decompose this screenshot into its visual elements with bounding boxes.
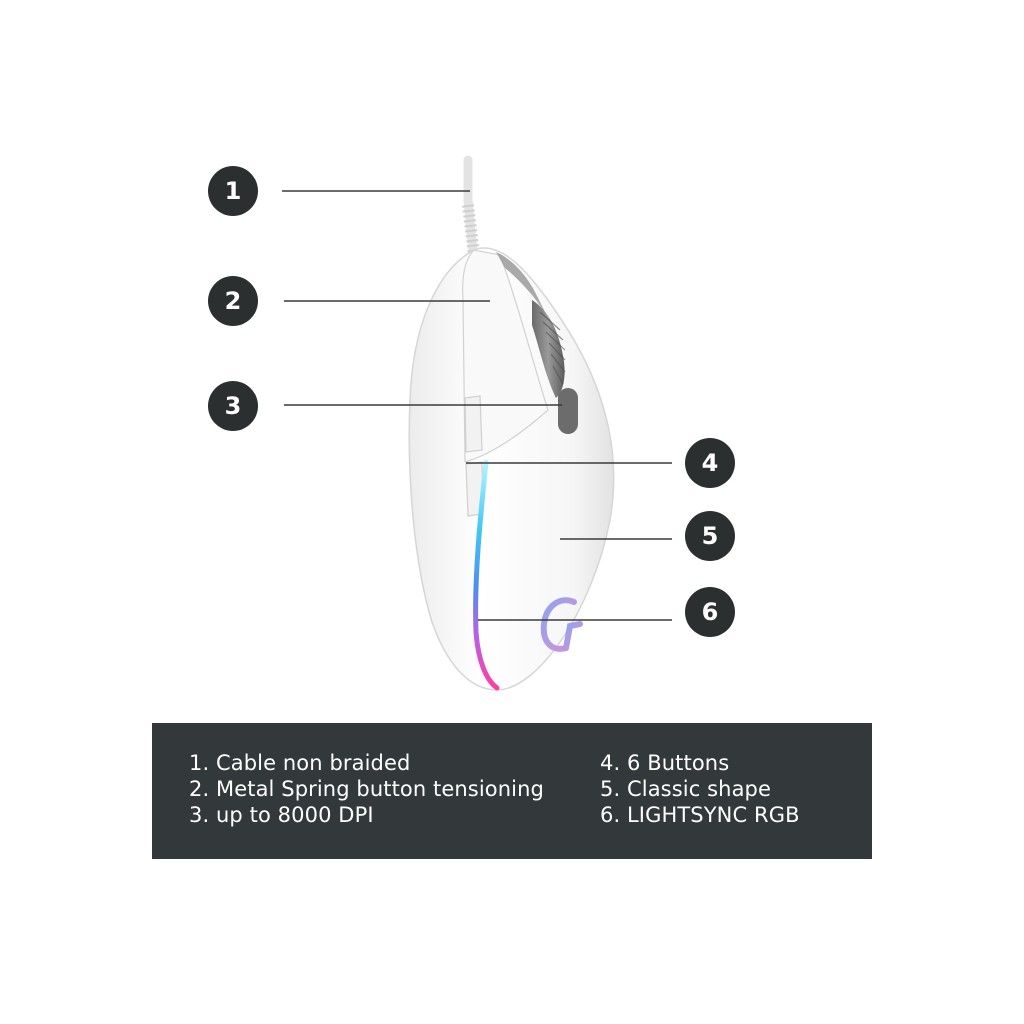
feature-item: 6. LIGHTSYNC RGB (600, 803, 800, 827)
dpi-button (558, 388, 578, 434)
feature-legend-panel: 1. Cable non braided 2. Metal Spring but… (152, 723, 872, 859)
callout-badge-3: 3 (208, 381, 258, 431)
callout-badge-5: 5 (685, 511, 735, 561)
feature-item: 5. Classic shape (600, 777, 771, 801)
callout-badge-1: 1 (208, 166, 258, 216)
callout-badge-4: 4 (685, 438, 735, 488)
feature-item: 3. up to 8000 DPI (189, 803, 374, 827)
feature-item: 1. Cable non braided (189, 751, 411, 775)
left-button (462, 249, 549, 463)
rgb-strip (473, 459, 500, 691)
scroll-wheel (532, 300, 566, 398)
feature-item: 2. Metal Spring button tensioning (189, 777, 544, 801)
leader-lines (282, 190, 672, 621)
g-logo-icon (540, 597, 583, 652)
callout-badge-6: 6 (685, 587, 735, 637)
feature-list-left: 1. Cable non braided 2. Metal Spring but… (189, 750, 544, 828)
callout-badge-2: 2 (208, 276, 258, 326)
side-button-front (464, 395, 483, 453)
feature-item: 4. 6 Buttons (600, 751, 730, 775)
feature-list-right: 4. 6 Buttons 5. Classic shape 6. LIGHTSY… (600, 750, 800, 828)
top-trim (496, 252, 548, 318)
cable (462, 155, 480, 256)
